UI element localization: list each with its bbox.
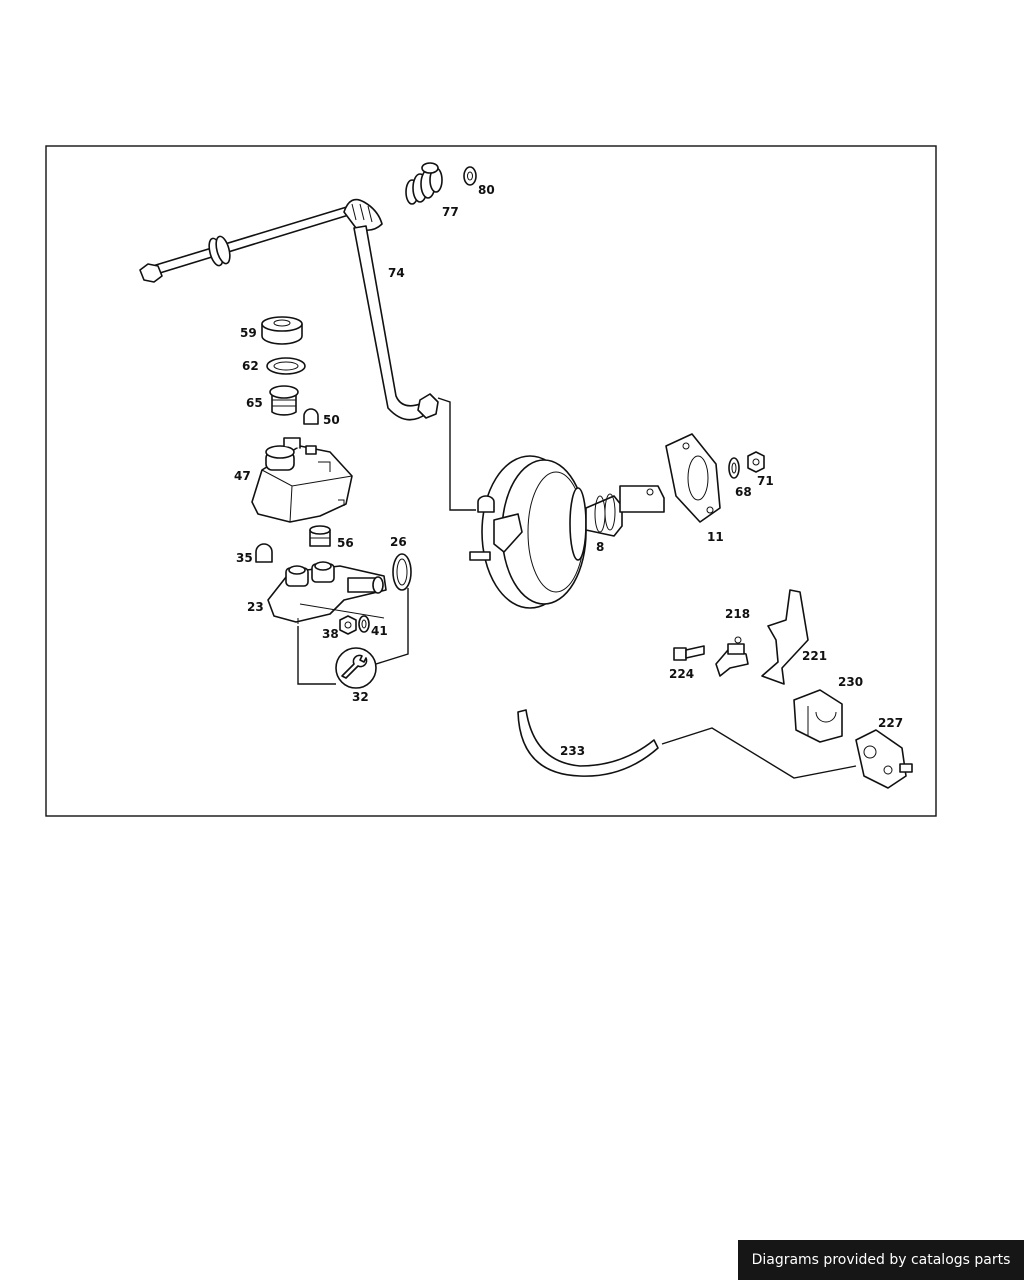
label-part-77: 77 bbox=[442, 205, 459, 219]
reservoir-cap-part-59[interactable] bbox=[261, 316, 303, 345]
sleeve-part-230[interactable] bbox=[793, 689, 843, 743]
label-part-65: 65 bbox=[246, 396, 263, 410]
bolt-part-224[interactable] bbox=[673, 645, 705, 661]
vacuum-pipe-part-74[interactable] bbox=[139, 198, 439, 421]
label-part-224: 224 bbox=[669, 667, 694, 681]
label-part-38: 38 bbox=[322, 627, 339, 641]
nut-part-71[interactable] bbox=[747, 451, 765, 473]
washer-part-41[interactable] bbox=[358, 615, 370, 633]
kit-bracket-line bbox=[297, 588, 409, 685]
label-part-56: 56 bbox=[337, 536, 354, 550]
label-part-68: 68 bbox=[735, 485, 752, 499]
label-part-23: 23 bbox=[247, 600, 264, 614]
rubber-boot-part-77[interactable] bbox=[405, 162, 443, 205]
label-part-230: 230 bbox=[838, 675, 863, 689]
repair-kit-part-32[interactable] bbox=[335, 647, 377, 689]
label-part-218: 218 bbox=[725, 607, 750, 621]
label-part-26: 26 bbox=[390, 535, 407, 549]
gasket-part-11[interactable] bbox=[665, 433, 721, 523]
label-part-35: 35 bbox=[236, 551, 253, 565]
plug-part-50[interactable] bbox=[303, 408, 319, 425]
strainer-part-65[interactable] bbox=[269, 385, 299, 416]
label-part-41: 41 bbox=[371, 624, 388, 638]
seal-ring-part-62[interactable] bbox=[266, 357, 306, 375]
label-part-32: 32 bbox=[352, 690, 369, 704]
brake-booster-part-8[interactable] bbox=[469, 455, 665, 609]
label-part-74: 74 bbox=[388, 266, 405, 280]
label-part-62: 62 bbox=[242, 359, 259, 373]
label-part-233: 233 bbox=[560, 744, 585, 758]
washer-part-68[interactable] bbox=[728, 457, 740, 479]
hose-connector-line bbox=[661, 727, 857, 779]
vacuum-hose-part-233[interactable] bbox=[517, 709, 659, 777]
master-cylinder-part-23[interactable] bbox=[267, 561, 387, 624]
label-part-59: 59 bbox=[240, 326, 257, 340]
label-part-50: 50 bbox=[323, 413, 340, 427]
label-part-11: 11 bbox=[707, 530, 724, 544]
label-part-221: 221 bbox=[802, 649, 827, 663]
nut-part-80[interactable] bbox=[463, 166, 477, 186]
grommet-part-56[interactable] bbox=[309, 525, 331, 547]
credit-banner: Diagrams provided by catalogs parts bbox=[738, 1240, 1024, 1280]
diagram-frame bbox=[45, 145, 937, 817]
label-part-71: 71 bbox=[757, 474, 774, 488]
label-part-8: 8 bbox=[596, 540, 604, 554]
pipe-connector-line bbox=[437, 397, 476, 511]
label-part-80: 80 bbox=[478, 183, 495, 197]
clip-part-218[interactable] bbox=[715, 636, 749, 677]
nut-part-38[interactable] bbox=[339, 615, 357, 635]
cap-part-35[interactable] bbox=[255, 543, 273, 563]
bracket-part-221[interactable] bbox=[761, 589, 809, 685]
brake-fluid-reservoir-part-47[interactable] bbox=[251, 437, 353, 523]
vacuum-pump-part-227[interactable] bbox=[855, 729, 913, 789]
label-part-47: 47 bbox=[234, 469, 251, 483]
o-ring-part-26[interactable] bbox=[392, 553, 412, 591]
label-part-227: 227 bbox=[878, 716, 903, 730]
